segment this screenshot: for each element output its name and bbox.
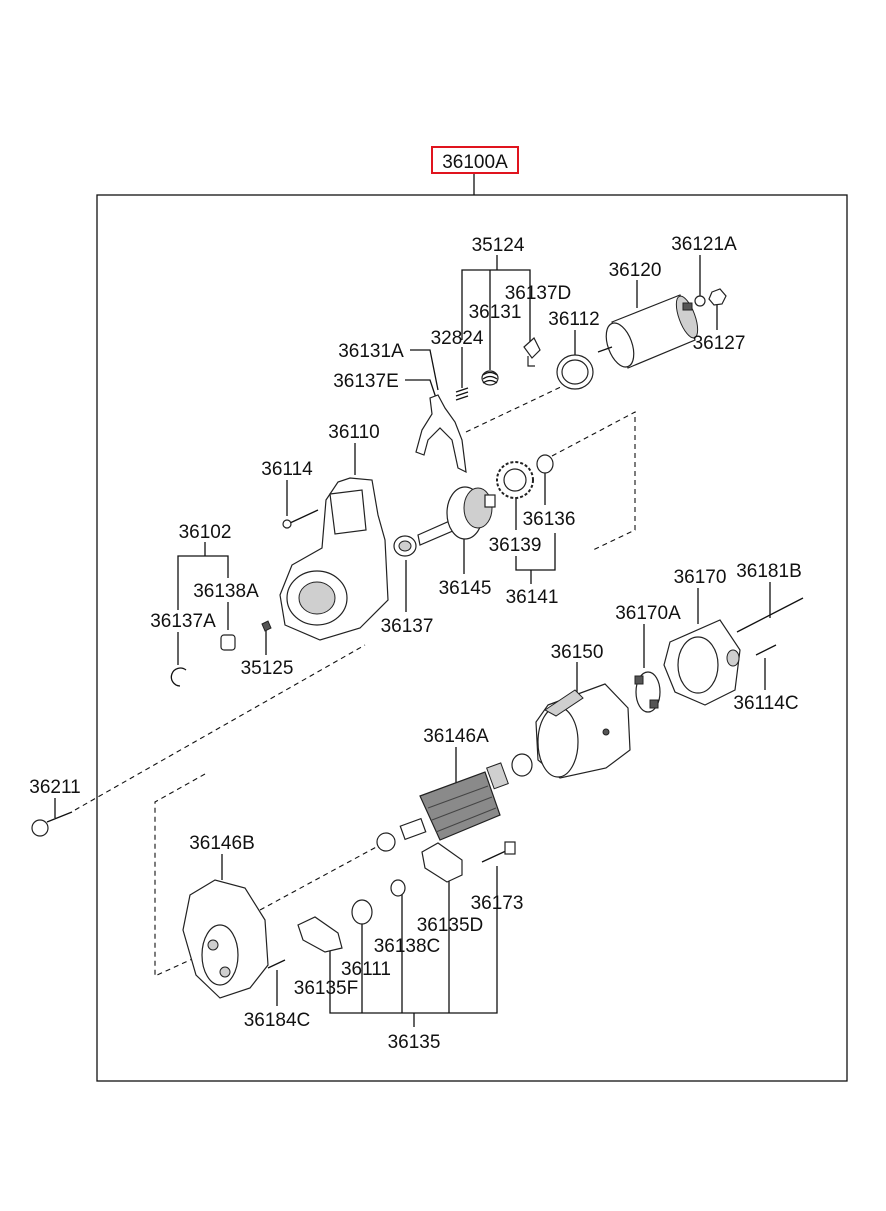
bolt-36114[interactable] bbox=[282, 509, 319, 529]
washer-36121A[interactable] bbox=[694, 295, 706, 307]
spring-32824[interactable] bbox=[455, 387, 469, 401]
label-36135[interactable]: 36135 bbox=[388, 1032, 441, 1053]
assembly-frame bbox=[96, 194, 848, 1082]
cover-36170[interactable] bbox=[663, 619, 741, 706]
label-36114[interactable]: 36114 bbox=[261, 459, 313, 480]
label-35124[interactable]: 35124 bbox=[472, 235, 525, 256]
label-36136[interactable]: 36136 bbox=[523, 509, 576, 530]
label-36211[interactable]: 36211 bbox=[29, 777, 80, 798]
assembly-number[interactable]: 36100A bbox=[442, 152, 508, 173]
label-32824[interactable]: 32824 bbox=[431, 328, 484, 349]
label-36146A[interactable]: 36146A bbox=[423, 726, 489, 747]
label-36137E[interactable]: 36137E bbox=[333, 371, 399, 392]
bolt-36173[interactable] bbox=[481, 841, 516, 863]
label-36121A[interactable]: 36121A bbox=[671, 234, 737, 255]
housing-36110[interactable] bbox=[279, 477, 389, 641]
assembly-axes bbox=[74, 384, 636, 977]
label-36127[interactable]: 36127 bbox=[693, 333, 746, 354]
label-36135F[interactable]: 36135F bbox=[294, 978, 358, 999]
leader-lines bbox=[54, 255, 771, 1027]
label-36138A[interactable]: 36138A bbox=[193, 581, 259, 602]
label-36111[interactable]: 36111 bbox=[341, 959, 391, 980]
solenoid-36120[interactable] bbox=[597, 294, 702, 371]
label-36184C[interactable]: 36184C bbox=[244, 1010, 311, 1031]
label-36170[interactable]: 36170 bbox=[674, 567, 727, 588]
plate-36135D[interactable] bbox=[421, 842, 463, 883]
label-36139[interactable]: 36139 bbox=[489, 535, 542, 556]
label-36135D[interactable]: 36135D bbox=[417, 915, 484, 936]
screw-36114C[interactable] bbox=[755, 644, 777, 656]
screw-35125[interactable] bbox=[261, 620, 272, 632]
lever-36131A[interactable] bbox=[415, 394, 467, 474]
spring-36131[interactable] bbox=[481, 370, 499, 386]
label-36146B[interactable]: 36146B bbox=[189, 833, 255, 854]
label-36131[interactable]: 36131 bbox=[469, 302, 522, 323]
bearing-36137[interactable] bbox=[393, 535, 417, 557]
washer-36138C[interactable] bbox=[390, 879, 406, 897]
bolt-36181B[interactable] bbox=[736, 597, 804, 633]
label-36131A[interactable]: 36131A bbox=[338, 341, 404, 362]
label-36137A[interactable]: 36137A bbox=[150, 611, 216, 632]
label-36173[interactable]: 36173 bbox=[471, 893, 524, 914]
bracket-36146B[interactable] bbox=[182, 879, 269, 999]
oring-36111[interactable] bbox=[351, 899, 373, 925]
washer-36136[interactable] bbox=[536, 454, 554, 474]
clip-36137D[interactable] bbox=[523, 337, 541, 367]
label-36141[interactable]: 36141 bbox=[506, 587, 559, 608]
label-36145[interactable]: 36145 bbox=[439, 578, 492, 599]
label-36138C[interactable]: 36138C bbox=[374, 936, 441, 957]
label-36102[interactable]: 36102 bbox=[179, 522, 232, 543]
label-36112[interactable]: 36112 bbox=[548, 309, 599, 330]
nut-36127[interactable] bbox=[708, 288, 727, 306]
yoke-36150[interactable] bbox=[535, 683, 631, 779]
label-36114C[interactable]: 36114C bbox=[733, 693, 798, 714]
label-36150[interactable]: 36150 bbox=[551, 642, 604, 663]
bearing-front[interactable] bbox=[376, 832, 396, 852]
label-35125[interactable]: 35125 bbox=[241, 658, 294, 679]
clutch-36145[interactable] bbox=[417, 486, 496, 546]
assembly-number-box[interactable] bbox=[431, 146, 519, 174]
brush-holder-36170A[interactable] bbox=[634, 671, 661, 713]
label-36110[interactable]: 36110 bbox=[328, 422, 379, 443]
bush-36138A[interactable] bbox=[220, 634, 236, 651]
part-labels: 35124 36121A 36120 36137D 36131 36112 36… bbox=[29, 234, 801, 1053]
label-36120[interactable]: 36120 bbox=[609, 260, 662, 281]
plate-36135F[interactable] bbox=[297, 916, 343, 953]
label-36181B[interactable]: 36181B bbox=[736, 561, 802, 582]
screw-36184C[interactable] bbox=[267, 959, 286, 969]
label-36137[interactable]: 36137 bbox=[381, 616, 434, 637]
label-36170A[interactable]: 36170A bbox=[615, 603, 681, 624]
gasket-36112[interactable] bbox=[556, 354, 594, 390]
armature-36146A[interactable] bbox=[399, 753, 533, 841]
label-36137D[interactable]: 36137D bbox=[505, 283, 572, 304]
bolt-36211[interactable] bbox=[31, 811, 73, 837]
gear-36139[interactable] bbox=[496, 461, 534, 499]
ring-36137A[interactable] bbox=[170, 667, 187, 687]
